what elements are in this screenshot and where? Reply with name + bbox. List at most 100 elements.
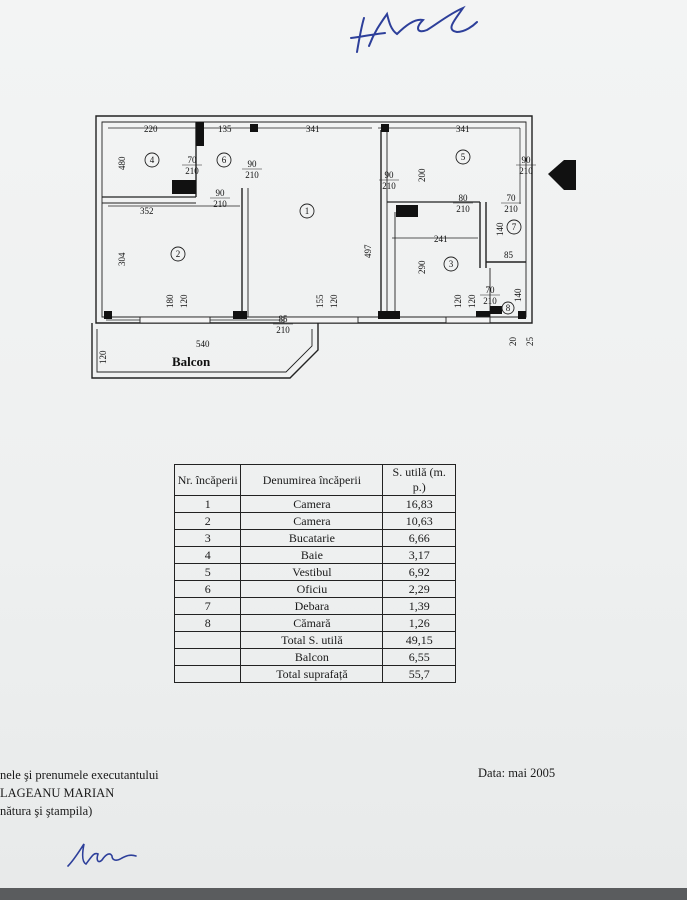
cell-name: Camera [240,495,384,513]
table-row: 5 Vestibul 6,92 [173,563,456,581]
table-header-row: Nr. încăperii Denumirea încăperii S. uti… [173,464,456,496]
table-row: 1 Camera 16,83 [173,495,456,513]
room-number-5: 5 [461,152,466,162]
cell-name: Debara [240,597,384,615]
window-1-width: 155 [315,294,325,308]
door-5-width: 90 [522,155,532,165]
dim-480: 480 [117,156,127,170]
dim-140-a: 140 [495,222,505,236]
handwritten-signature-top [350,5,478,53]
cell-area: 55,7 [382,665,456,683]
door-7-height: 210 [504,204,518,214]
door-4-height: 210 [185,166,199,176]
room-number-4: 4 [150,155,155,165]
cell-nr: 1 [173,495,242,513]
signature-label: nătura şi ştampila) [0,804,93,818]
col-header-area: S. utilă (m. p.) [382,464,456,496]
cell-area: 2,29 [382,580,456,598]
window-2-width: 180 [165,294,175,308]
dim-540: 540 [196,339,210,349]
page-edge-shadow [0,888,687,900]
window-1-height: 120 [329,294,339,308]
dim-25: 25 [525,337,535,347]
cell-name: Vestibul [240,563,384,581]
door-6-height: 210 [245,170,259,180]
col-header-nr: Nr. încăperii [173,464,242,496]
dim-341-a: 341 [306,124,320,134]
balcony-door-height: 210 [276,325,290,335]
door-4-width: 70 [188,155,198,165]
door-1-width: 90 [385,170,395,180]
table-row: 3 Bucatarie 6,66 [173,529,456,547]
door-6b-width: 90 [216,188,226,198]
door-3a-width: 80 [459,193,469,203]
cell-nr: 2 [173,512,242,530]
door-6-width: 90 [248,159,258,169]
dim-140-b: 140 [513,288,523,302]
window-2-height: 120 [179,294,189,308]
dim-497: 497 [363,244,373,258]
dim-352: 352 [140,206,154,216]
door-1-height: 210 [382,181,396,191]
cell-nr: 6 [173,580,242,598]
cell-area: 10,63 [382,512,456,530]
door-3a-height: 210 [456,204,470,214]
executant-block: nele şi prenumele executantului LAGEANU … [0,766,159,820]
dim-241: 241 [434,234,448,244]
table-row: 7 Debara 1,39 [173,597,456,615]
table-row: 4 Baie 3,17 [173,546,456,564]
rooms-table: Nr. încăperii Denumirea încăperii S. uti… [173,464,456,683]
cell-area: 49,15 [382,631,456,649]
floor-plan-drawing: 220 135 341 341 352 241 85 540 480 304 4… [91,115,576,379]
table-row: 8 Cămară 1,26 [173,614,456,632]
room-number-7: 7 [512,222,517,232]
executant-name: LAGEANU MARIAN [0,786,115,800]
door-8-width: 70 [486,285,496,295]
door-6b-height: 210 [213,199,227,209]
cell-name: Total S. utilă [240,631,384,649]
dim-135: 135 [218,124,232,134]
room-number-2: 2 [176,249,181,259]
dim-85: 85 [504,250,514,260]
window-3-width: 120 [453,294,463,308]
floor-plan: 220 135 341 341 352 241 85 540 480 304 4… [80,100,600,390]
cell-name: Total suprafață [240,665,384,683]
balcony-door-width: 85 [279,314,289,324]
cell-nr [173,665,242,683]
balcony-label: Balcon [172,354,211,369]
table-row: 6 Oficiu 2,29 [173,580,456,598]
door-8-height: 210 [483,296,497,306]
cell-name: Balcon [240,648,384,666]
cell-nr: 8 [173,614,242,632]
col-header-name: Denumirea încăperii [240,464,384,496]
room-number-3: 3 [449,259,454,269]
entrance-arrow-icon [548,160,576,190]
executant-label: nele şi prenumele executantului [0,768,159,782]
cell-area: 6,92 [382,563,456,581]
dim-200: 200 [417,168,427,182]
table-row: 2 Camera 10,63 [173,512,456,530]
dim-304: 304 [117,252,127,266]
handwritten-signature-bottom [67,843,137,867]
cell-nr: 7 [173,597,242,615]
dim-220: 220 [144,124,158,134]
cell-name: Bucatarie [240,529,384,547]
cell-nr: 3 [173,529,242,547]
cell-area: 1,26 [382,614,456,632]
dim-120-balcony: 120 [98,350,108,364]
cell-area: 1,39 [382,597,456,615]
cell-nr [173,631,242,649]
door-7-width: 70 [507,193,517,203]
cell-area: 3,17 [382,546,456,564]
cell-area: 6,55 [382,648,456,666]
room-number-8: 8 [506,303,511,313]
table-total-row: Total suprafață 55,7 [173,665,456,683]
door-5-height: 210 [519,166,533,176]
document-date: Data: mai 2005 [478,766,556,780]
cell-name: Cămară [240,614,384,632]
cell-nr [173,648,242,666]
cell-name: Camera [240,512,384,530]
table-total-row: Total S. utilă 49,15 [173,631,456,649]
dim-290: 290 [417,260,427,274]
